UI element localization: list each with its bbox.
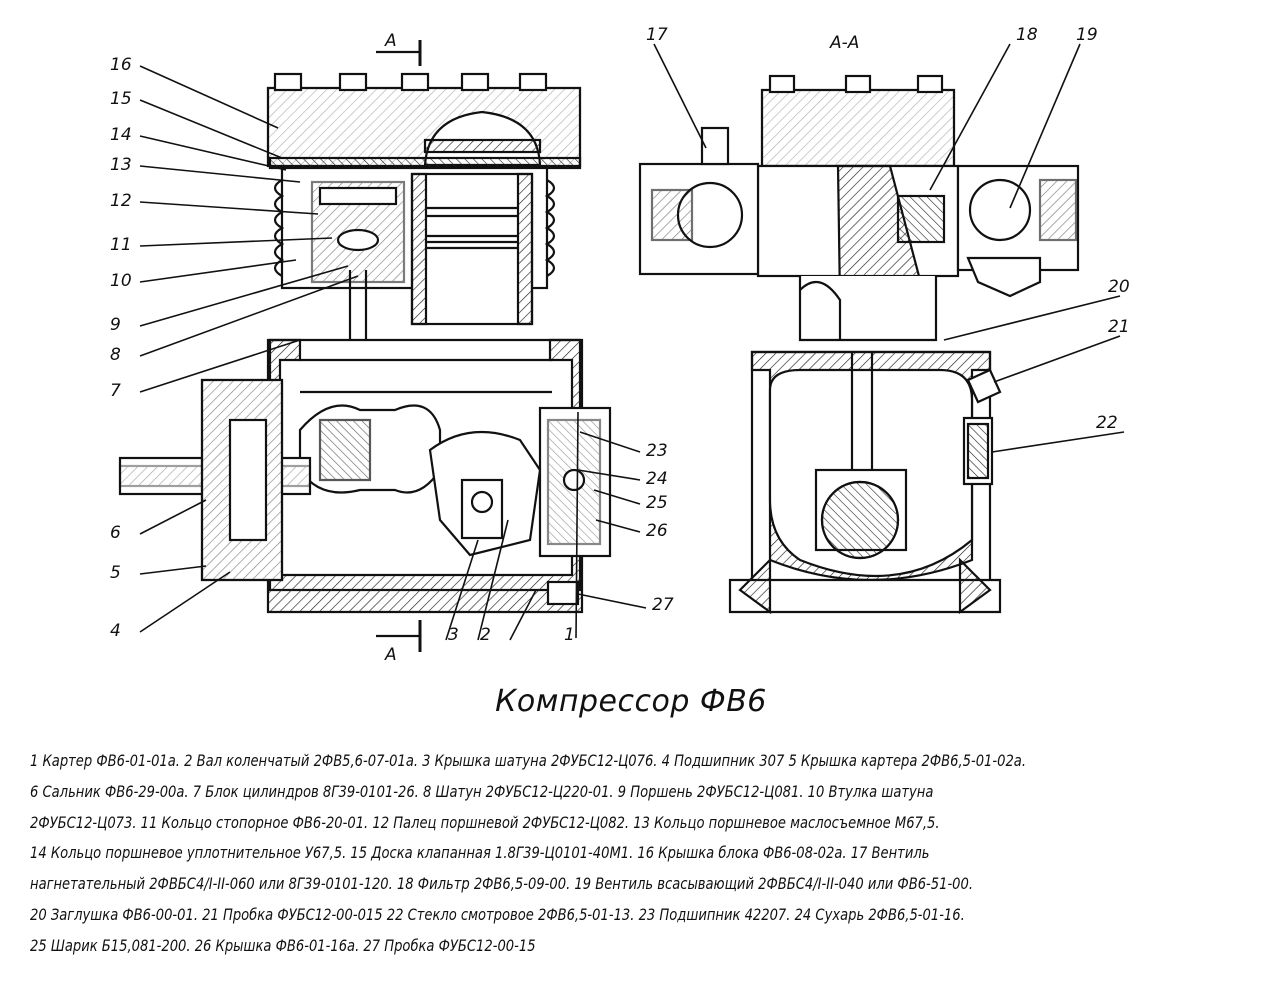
callout-11: 11 — [110, 235, 132, 255]
callout-9: 9 — [110, 315, 121, 335]
callout-21: 21 — [1108, 317, 1130, 337]
callout-5: 5 — [110, 563, 121, 583]
callout-1: 1 — [564, 625, 575, 645]
callout-23: 23 — [646, 441, 668, 461]
legend-line: 6 Сальник ФВ6-29-00а. 7 Блок цилиндров 8… — [30, 781, 934, 801]
callout-16: 16 — [110, 55, 132, 75]
callout-24: 24 — [646, 469, 668, 489]
section-mark-top: А — [384, 31, 397, 51]
callout-14: 14 — [110, 125, 132, 145]
callout-6: 6 — [110, 523, 121, 543]
drawing-title: Компрессор ФВ6 — [495, 684, 767, 719]
callout-26: 26 — [646, 521, 668, 541]
legend-line: 20 Заглушка ФВ6-00-01. 21 Пробка ФУБС12-… — [30, 904, 965, 924]
callout-20: 20 — [1108, 277, 1130, 297]
section-view-label: А-А — [829, 33, 859, 53]
callout-25: 25 — [646, 493, 668, 513]
callout-15: 15 — [110, 89, 132, 109]
callout-19: 19 — [1076, 25, 1098, 45]
callout-17: 17 — [646, 25, 668, 45]
legend-line: нагнетательный 2ФВБС4/I-II-060 или 8Г39-… — [30, 874, 974, 894]
callout-12: 12 — [110, 191, 132, 211]
callout-22: 22 — [1096, 413, 1118, 433]
callout-13: 13 — [110, 155, 132, 175]
legend-line: 2ФУБС12-Ц073. 11 Кольцо стопорное ФВ6-20… — [30, 812, 940, 832]
callout-10: 10 — [110, 271, 132, 291]
cross-section-view — [638, 74, 1080, 615]
callout-2: 2 — [480, 625, 491, 645]
legend-line: 25 Шарик Б15,081-200. 26 Крышка ФВ6-01-1… — [30, 935, 536, 955]
longitudinal-section-view — [118, 40, 612, 652]
callout-3: 3 — [448, 625, 459, 645]
parts-legend: 1 Картер ФВ6-01-01а. 2 Вал коленчатый 2Ф… — [30, 746, 1255, 962]
callout-4: 4 — [110, 621, 121, 641]
callout-7: 7 — [110, 381, 121, 401]
legend-line: 14 Кольцо поршневое уплотнительное У67,5… — [30, 843, 930, 863]
callout-8: 8 — [110, 345, 121, 365]
legend-line: 1 Картер ФВ6-01-01а. 2 Вал коленчатый 2Ф… — [30, 751, 1026, 770]
compressor-drawing: А А А-А 16 15 14 13 12 11 10 9 8 7 6 5 4… — [110, 25, 1130, 665]
leader-lines — [139, 43, 1125, 641]
callout-27: 27 — [652, 595, 674, 615]
section-mark-bottom: А — [384, 645, 397, 665]
callout-18: 18 — [1016, 25, 1038, 45]
